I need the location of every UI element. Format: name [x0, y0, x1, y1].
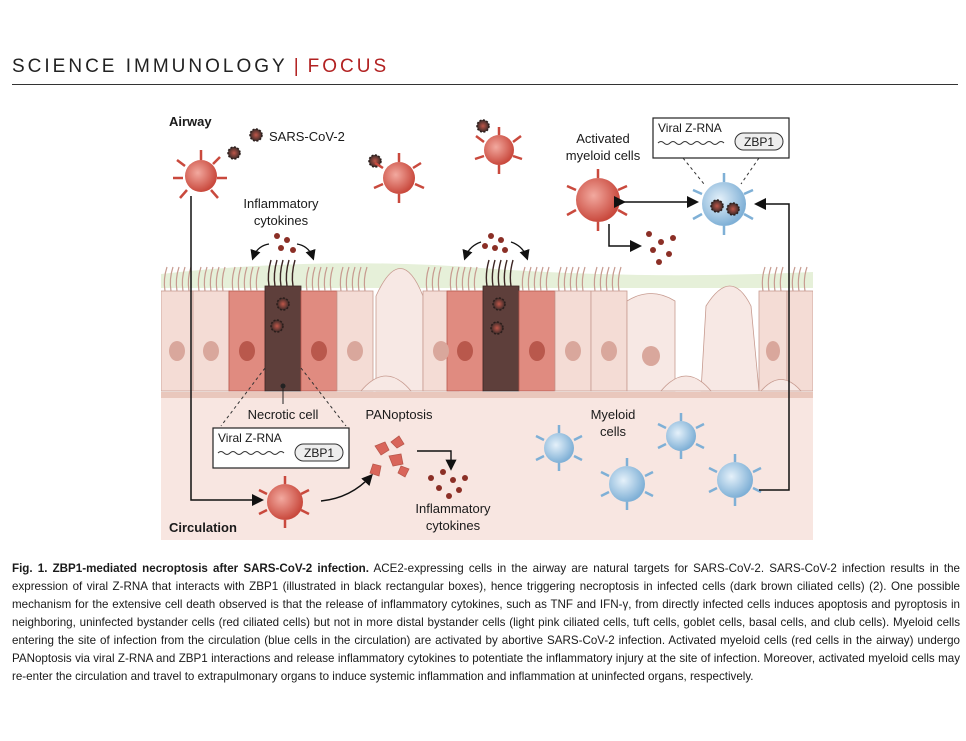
- zbp1-box-bottom: Viral Z-RNA ZBP1: [212, 427, 350, 469]
- re-entry-arrow: [190, 196, 264, 506]
- virus-label: SARS-CoV-2: [269, 129, 345, 144]
- caption-body: ACE2-expressing cells in the airway are …: [12, 562, 960, 683]
- myeloid-label-line2: cells: [600, 424, 627, 439]
- blue-myeloid-cells: [535, 413, 762, 510]
- recruitment-arrow: [754, 198, 790, 491]
- circulating-activated-cell: [258, 476, 310, 528]
- activated-myeloid-red: [566, 169, 628, 231]
- infected-myeloid-blue: [692, 173, 754, 235]
- cytokine-dots-bottom: [428, 469, 468, 499]
- necrotic-cilia: [267, 259, 514, 287]
- myeloid-label-line1: Myeloid: [591, 407, 636, 422]
- goblet-cell: [375, 268, 424, 392]
- release-arrow-right: [608, 224, 642, 252]
- cytokine-dots-right: [646, 231, 676, 265]
- figure-illustration: Airway SARS-CoV-2 Activated myeloid cell…: [161, 106, 813, 540]
- cytokines-bottom-line2: cytokines: [426, 518, 481, 533]
- necrotic-label: Necrotic cell: [248, 407, 319, 422]
- club-cell: [626, 293, 676, 392]
- basement-membrane: [161, 392, 813, 398]
- cytokines-bottom-line1: Inflammatory: [415, 501, 491, 516]
- goblet-cell-2: [700, 285, 760, 392]
- epithelium: [161, 268, 813, 392]
- airway-label: Airway: [169, 114, 212, 129]
- panoptotic-fragments: [369, 435, 410, 478]
- zrna-label-bottom: Viral Z-RNA: [218, 431, 282, 445]
- cytokines-top-line1: Inflammatory: [243, 196, 319, 211]
- header-separator: |: [293, 56, 302, 77]
- activated-label-line2: myeloid cells: [566, 148, 641, 163]
- cilia: [163, 266, 808, 292]
- activated-myeloid-top-center: [373, 153, 425, 203]
- zbp1-box-top: Viral Z-RNA ZBP1: [652, 117, 790, 185]
- caption-title: Fig. 1. ZBP1-mediated necroptosis after …: [12, 562, 369, 575]
- figure-caption: Fig. 1. ZBP1-mediated necroptosis after …: [12, 560, 960, 686]
- journal-name: SCIENCE IMMUNOLOGY: [12, 56, 288, 77]
- section-name: FOCUS: [307, 56, 390, 77]
- zrna-label-top: Viral Z-RNA: [658, 121, 722, 135]
- virus-icons: [227, 119, 490, 168]
- airway-myeloid-cell: [173, 150, 227, 199]
- circulation-label: Circulation: [169, 520, 237, 535]
- zbp1-tag-bottom: ZBP1: [304, 446, 334, 460]
- activated-label-line1: Activated: [576, 131, 629, 146]
- activated-myeloid-top-mid: [474, 127, 523, 174]
- journal-header: SCIENCE IMMUNOLOGY|FOCUS: [12, 56, 389, 78]
- cytokines-top-line2: cytokines: [254, 213, 309, 228]
- zbp1-tag-top: ZBP1: [744, 135, 774, 149]
- panoptosis-label: PANoptosis: [366, 407, 433, 422]
- figure-svg: Airway SARS-CoV-2 Activated myeloid cell…: [161, 106, 813, 540]
- intracellular-virus-icons: [270, 297, 506, 335]
- cytokine-dots-top: [274, 233, 508, 253]
- header-rule: [12, 84, 958, 85]
